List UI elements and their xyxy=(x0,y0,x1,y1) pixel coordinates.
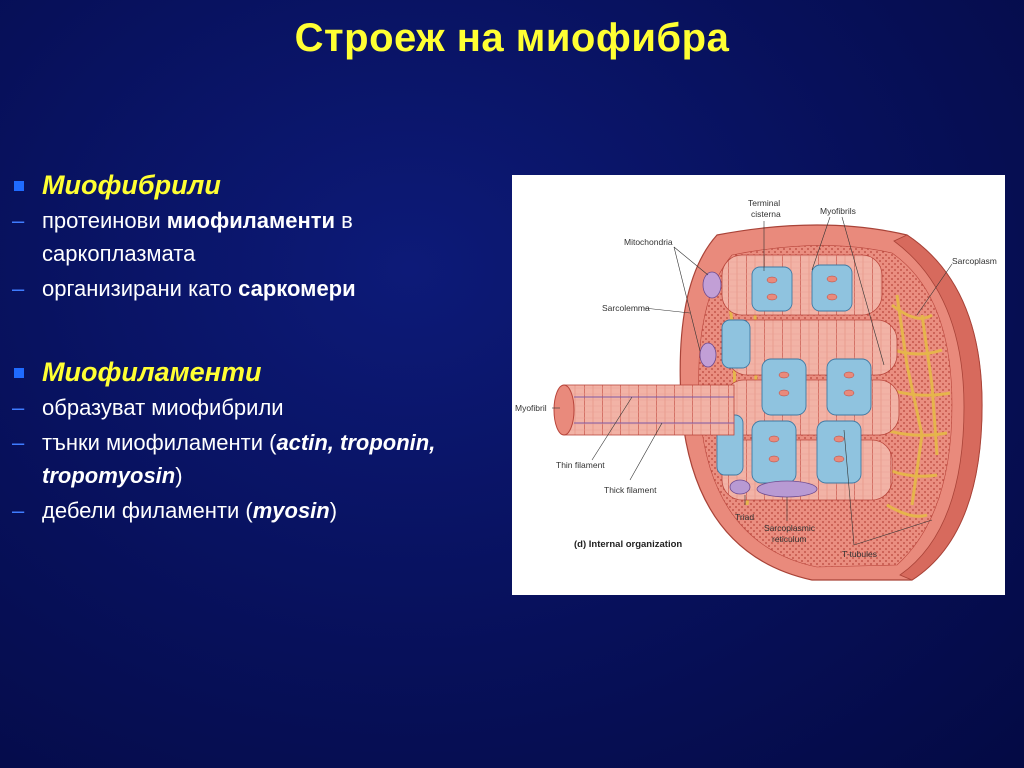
bullet-myofilaments: Миофиламенти xyxy=(10,355,490,389)
label-myofibril: Myofibril xyxy=(515,403,547,413)
bullet-myofilaments-heading: Миофиламенти xyxy=(42,357,262,387)
text-bold: саркомери xyxy=(238,276,356,301)
tubule-collars xyxy=(716,264,872,484)
label-sarcolemma: Sarcolemma xyxy=(602,303,650,313)
sub-bullet-myofilaments-in-sarcoplasm: – протеинови миофиламенти в саркоплазмат… xyxy=(10,204,490,270)
sub-bullet-thin-filaments: – тънки миофиламенти (actin, troponin, t… xyxy=(10,426,490,492)
text: протеинови xyxy=(42,208,167,233)
text-bold-italic: myosin xyxy=(252,498,330,523)
text: тънки миофиламенти ( xyxy=(42,430,277,455)
label-thick-filament: Thick filament xyxy=(604,485,657,495)
sub-bullet-thick-filaments: – дебели филаменти (myosin) xyxy=(10,494,490,527)
text: ) xyxy=(329,498,338,523)
bullet-square-icon xyxy=(14,181,24,191)
dash-icon: – xyxy=(12,498,25,523)
label-sarcoplasmic-reticulum-line2: reticulum xyxy=(772,534,806,544)
triad-tube xyxy=(729,479,751,495)
myofiber-diagram: Terminal cisterna Myofibrils Mitochondri… xyxy=(512,175,1005,595)
slide-title: Строеж на миофибра xyxy=(294,16,730,60)
label-terminal-cisterna-line2: cisterna xyxy=(751,209,781,219)
label-triad: Triad xyxy=(735,512,754,522)
label-t-tubules: T-tubules xyxy=(842,549,877,559)
label-myofibrils: Myofibrils xyxy=(820,206,856,216)
text: образуват миофибрили xyxy=(42,395,284,420)
muscle-fiber-edge xyxy=(893,234,983,581)
bullet-list: Миофибрили – протеинови миофиламенти в с… xyxy=(10,168,490,527)
bullet-myofibrils: Миофибрили xyxy=(10,168,490,202)
label-thin-filament: Thin filament xyxy=(556,460,605,470)
label-sarcoplasmic-reticulum-line1: Sarcoplasmic xyxy=(764,523,816,533)
text: дебели филаменти ( xyxy=(42,498,253,523)
bullet-square-icon xyxy=(14,368,24,378)
protruding-myofibril xyxy=(553,384,735,436)
myofiber-illustration: Terminal cisterna Myofibrils Mitochondri… xyxy=(515,198,997,581)
sarcoplasmic-reticulum-tube xyxy=(756,480,818,498)
dash-icon: – xyxy=(12,395,25,420)
text: ) xyxy=(175,463,183,488)
text: в саркоплазмата xyxy=(42,208,353,266)
text-bold-italic: actin, troponin, tropomyosin xyxy=(42,430,436,488)
dash-icon: – xyxy=(12,208,25,233)
text-bold: миофиламенти xyxy=(166,208,336,233)
text: организирани като xyxy=(42,276,239,301)
dash-icon: – xyxy=(12,276,25,301)
leader-lines xyxy=(552,216,953,546)
label-sarcoplasm: Sarcoplasm xyxy=(952,256,997,266)
sub-bullet-form-myofibrils: – образуват миофибрили xyxy=(10,391,490,424)
label-mitochondria: Mitochondria xyxy=(624,237,673,247)
label-terminal-cisterna-line1: Terminal xyxy=(748,198,780,208)
reticulum-pores xyxy=(766,275,855,463)
bullet-myofibrils-heading: Миофибрили xyxy=(42,170,221,200)
sub-bullet-sarcomeres: – организирани като саркомери xyxy=(10,272,490,305)
figure-caption: (d) Internal organization xyxy=(574,539,682,550)
dash-icon: – xyxy=(12,430,25,455)
